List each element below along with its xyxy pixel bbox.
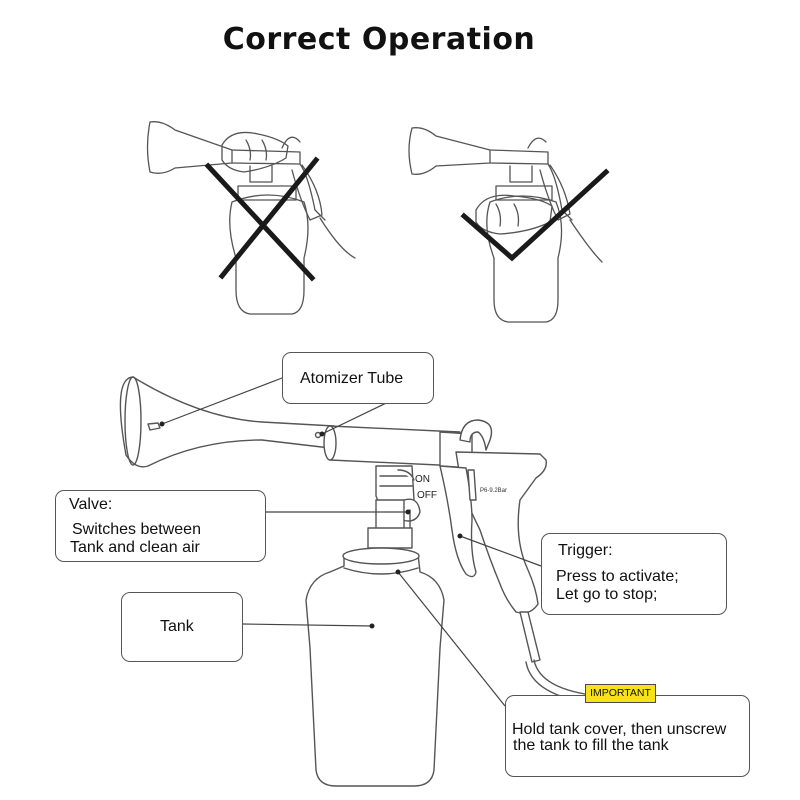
- check-mark-icon: [460, 168, 610, 262]
- callout-text: Tank and clean air: [70, 539, 200, 556]
- callout-tank: Tank: [121, 592, 243, 662]
- callout-text: Let go to stop;: [556, 586, 658, 603]
- callout-heading: Valve:: [69, 496, 113, 513]
- switch-off-label: OFF: [417, 490, 437, 501]
- callout-important: Hold tank cover, then unscrew the tank t…: [505, 695, 750, 777]
- callout-text: the tank to fill the tank: [513, 737, 669, 754]
- callout-text: Atomizer Tube: [300, 370, 404, 387]
- callout-text: Hold tank cover, then unscrew: [512, 721, 727, 738]
- important-badge: IMPORTANT: [585, 684, 656, 703]
- switch-on-label: ON: [415, 474, 430, 485]
- callout-heading: Trigger:: [558, 542, 613, 559]
- callout-trigger: Trigger: Press to activate; Let go to st…: [541, 533, 727, 615]
- callout-text: Switches between: [72, 521, 201, 538]
- callout-text: Press to activate;: [556, 568, 679, 585]
- cross-mark-icon: [204, 156, 320, 282]
- callout-valve: Valve: Switches between Tank and clean a…: [55, 490, 266, 562]
- pressure-label: P6-9.2Bar: [480, 488, 508, 494]
- page-title: Correct Operation: [222, 22, 536, 57]
- tank: [305, 553, 445, 787]
- trigger: [439, 465, 477, 578]
- gun-handle: [455, 451, 547, 614]
- callout-text: Tank: [160, 618, 194, 635]
- callout-atomizer-tube: Atomizer Tube: [282, 352, 434, 404]
- atomizer-cone: [119, 376, 335, 468]
